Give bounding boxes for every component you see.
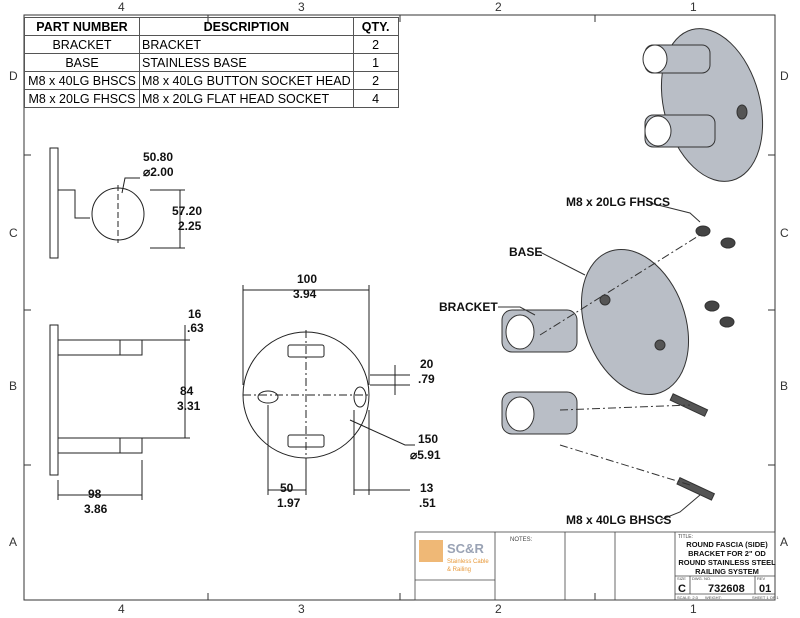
zone-row: D	[780, 69, 789, 83]
dim-value: 150	[418, 432, 438, 446]
bom-header: DESCRIPTION	[139, 17, 354, 36]
dim-value: 84	[180, 384, 194, 398]
drawing-title-line: ROUND STAINLESS STEEL	[678, 558, 776, 567]
bom-part: M8 x 40LG BHSCS	[24, 71, 140, 90]
bom-qty: 2	[352, 35, 399, 54]
bom-qty: 1	[352, 53, 399, 72]
zone-col: 1	[690, 602, 697, 616]
bom-desc: M8 x 40LG BUTTON SOCKET HEAD	[139, 71, 354, 90]
title-label: TITLE:	[678, 534, 693, 540]
zone-col: 4	[118, 0, 125, 14]
dwg-no-label: DWG. NO.	[692, 576, 711, 581]
bom-header: PART NUMBER	[24, 17, 140, 36]
dim-value: 20	[420, 357, 434, 371]
rev-label: REV	[757, 576, 766, 581]
size-value: C	[678, 583, 686, 595]
dim-value: 2.25	[178, 219, 202, 233]
dim-value: 50.80	[143, 150, 173, 164]
bom-qty: 4	[352, 89, 399, 108]
dim-value: ⌀5.91	[410, 448, 441, 462]
zone-row: C	[780, 226, 789, 240]
drawing-title-line: RAILING SYSTEM	[695, 567, 759, 576]
dim-value: 3.31	[177, 399, 201, 413]
sheet: SHEET 1 OF 1	[752, 595, 779, 600]
drawing-title-line: BRACKET FOR 2" OD	[688, 549, 766, 558]
company-logo: SC&R Stainless Cable & Railing	[419, 540, 489, 573]
dim-value: 3.86	[84, 502, 108, 516]
dim-value: 3.94	[293, 287, 317, 301]
zone-row: A	[780, 535, 788, 549]
zone-col: 4	[118, 602, 125, 616]
zone-col: 1	[690, 0, 697, 14]
dim-value: 100	[297, 272, 317, 286]
bom-part: M8 x 20LG FHSCS	[24, 89, 140, 108]
dwg-no: 732608	[708, 583, 745, 595]
zone-row: C	[9, 226, 18, 240]
dim-value: 1.97	[277, 496, 301, 510]
zone-col: 2	[495, 0, 502, 14]
bom-desc: STAINLESS BASE	[139, 53, 354, 72]
bom-part: BRACKET	[24, 35, 140, 54]
notes-label: NOTES:	[510, 537, 533, 543]
title-block	[414, 531, 776, 601]
logo-sub: & Railing	[447, 567, 471, 573]
logo-sub: Stainless Cable	[447, 559, 489, 565]
callout-bracket: BRACKET	[439, 300, 498, 314]
bom-qty: 2	[352, 71, 399, 90]
bom-desc: M8 x 20LG FLAT HEAD SOCKET	[139, 89, 354, 108]
dim-value: 16	[188, 307, 202, 321]
scale: SCALE: 2:3	[677, 595, 699, 600]
zone-row: A	[9, 535, 17, 549]
dim-value: 98	[88, 487, 102, 501]
callout-base: BASE	[509, 245, 542, 259]
zone-row: D	[9, 69, 18, 83]
dim-value: 13	[420, 481, 434, 495]
zone-row: B	[780, 379, 788, 393]
dim-value: 57.20	[172, 204, 202, 218]
side-view-bottom	[49, 324, 190, 500]
dim-value: .63	[187, 321, 204, 335]
size-label: SIZE	[677, 576, 686, 581]
callout-bhscs: M8 x 40LG BHSCS	[566, 513, 671, 527]
bom-desc: BRACKET	[139, 35, 354, 54]
dim-value: .79	[418, 372, 435, 386]
rev-value: 01	[759, 583, 771, 595]
bom-header: QTY.	[352, 17, 399, 36]
zone-col: 3	[298, 0, 305, 14]
side-view-top	[49, 147, 185, 259]
iso-assembly-view	[642, 28, 764, 182]
front-view	[242, 285, 415, 495]
logo-text: SC&R	[447, 541, 484, 556]
exploded-view	[498, 202, 736, 521]
dim-value: ⌀2.00	[143, 165, 174, 179]
drawing-title-line: ROUND FASCIA (SIDE)	[686, 540, 768, 549]
bom-part: BASE	[24, 53, 140, 72]
zone-col: 2	[495, 602, 502, 616]
dim-value: .51	[419, 496, 436, 510]
zone-row: B	[9, 379, 17, 393]
dim-value: 50	[280, 481, 294, 495]
weight: WEIGHT:	[705, 595, 722, 600]
zone-col: 3	[298, 602, 305, 616]
callout-fhscs: M8 x 20LG FHSCS	[566, 195, 670, 209]
